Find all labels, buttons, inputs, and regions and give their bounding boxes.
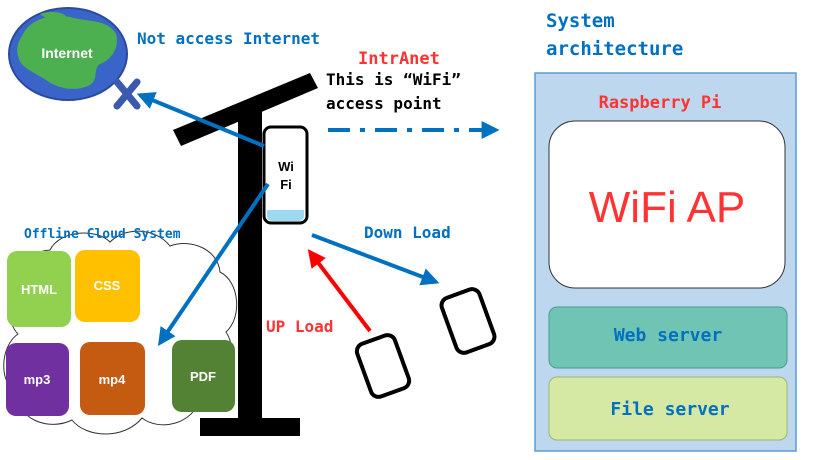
download-arrow xyxy=(311,233,440,286)
file-label-css: CSS xyxy=(94,278,121,293)
file-server-box xyxy=(548,376,788,441)
file-tile-mp4 xyxy=(80,342,145,415)
device-upload xyxy=(354,333,412,399)
raspberry-pi-label: Raspberry Pi xyxy=(599,93,722,113)
file-label-mp4: mp4 xyxy=(99,372,127,387)
architecture-title-line1: System xyxy=(546,10,615,32)
file-label-pdf: PDF xyxy=(190,369,216,384)
ap-description-line2: access point xyxy=(326,94,442,113)
access-point-pole xyxy=(173,73,318,436)
web-server-label: Web server xyxy=(614,325,723,346)
file-server-label: File server xyxy=(610,399,729,420)
device-download xyxy=(439,287,497,355)
file-label-mp3: mp3 xyxy=(24,372,51,387)
cloud-arrow xyxy=(157,182,270,346)
file-tile-html xyxy=(7,251,71,327)
download-label: Down Load xyxy=(364,223,451,242)
file-tile-pdf xyxy=(172,340,235,412)
router-label-line2: Fi xyxy=(280,177,292,192)
web-server-box xyxy=(548,306,788,369)
ap-description-line1: This is “WiFi” xyxy=(326,70,461,89)
wifi-router xyxy=(262,125,309,225)
internet-globe xyxy=(8,7,128,101)
wifi-ap-box xyxy=(548,120,786,289)
internet-label: Internet xyxy=(41,45,93,61)
cloud-title: Offline Cloud System xyxy=(24,227,181,242)
file-tile-css xyxy=(75,250,140,322)
intranet-label: IntrAnet xyxy=(358,49,440,69)
upload-arrow xyxy=(307,249,372,333)
blocked-x-icon xyxy=(113,78,141,110)
upload-label: UP Load xyxy=(266,317,333,336)
file-tile-mp3 xyxy=(6,343,69,416)
router-label-line1: Wi xyxy=(278,159,294,174)
file-label-html: HTML xyxy=(21,282,57,297)
wifi-ap-label: WiFi AP xyxy=(589,183,745,232)
no-access-label: Not access Internet xyxy=(137,29,320,48)
architecture-title-line2: architecture xyxy=(546,38,683,60)
internet-arrow xyxy=(136,92,265,148)
